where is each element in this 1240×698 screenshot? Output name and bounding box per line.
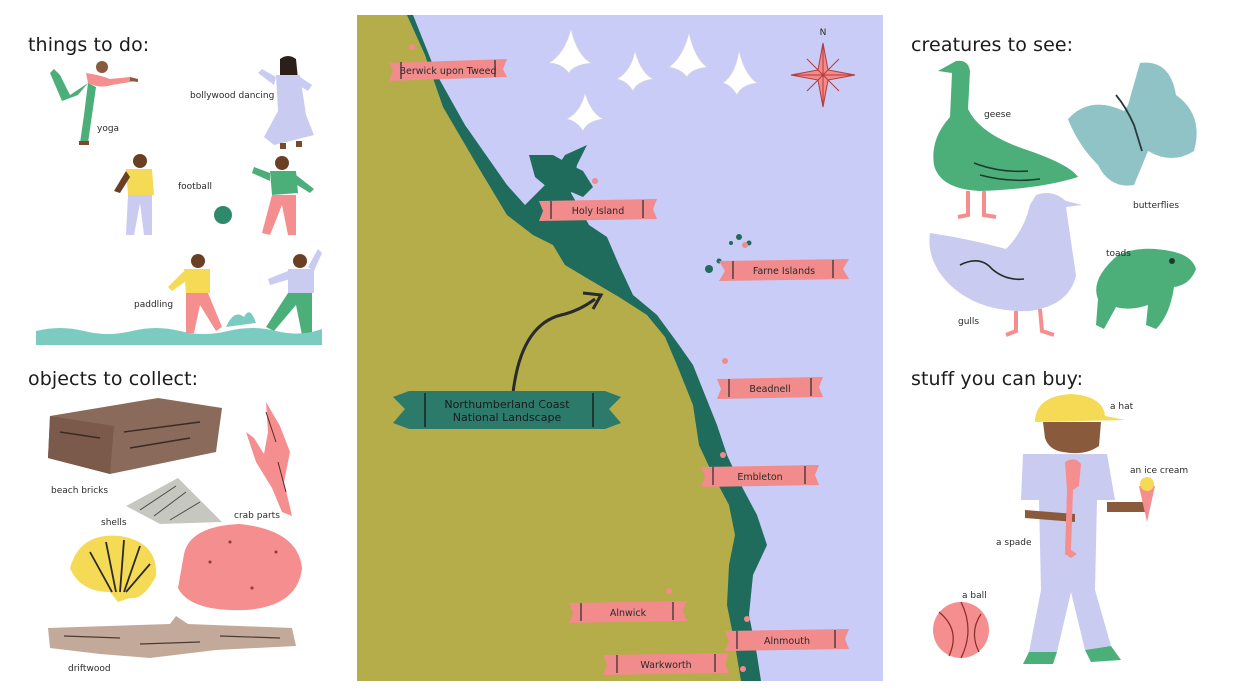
stuff-you-can-buy-heading: stuff you can buy: <box>911 368 1084 390</box>
shopping-illustrations <box>933 394 1155 664</box>
label-a-spade: a spade <box>996 538 1032 548</box>
creatures-illustrations <box>929 60 1197 337</box>
ball <box>933 601 989 659</box>
person-with-hat <box>1021 394 1147 664</box>
coast-map: N Berwick upon Tweed Holy Island Farne I… <box>357 15 883 681</box>
football-player-left <box>114 154 154 235</box>
creatures-to-see-heading: creatures to see: <box>911 34 1074 56</box>
place-farne-islands: Farne Islands <box>719 259 849 281</box>
objects-to-collect-illustrations <box>48 398 302 658</box>
place-alnwick: Alnwick <box>569 601 687 623</box>
football-ball <box>214 206 232 224</box>
svg-text:Embleton: Embleton <box>737 472 782 483</box>
toad <box>1096 248 1196 329</box>
map-arrow <box>511 297 596 394</box>
butterfly <box>1068 62 1197 186</box>
label-a-ball: a ball <box>962 591 987 601</box>
scallop-shell <box>70 535 157 602</box>
goose <box>933 60 1078 219</box>
label-geese: geese <box>984 110 1012 120</box>
football-player-right <box>252 156 314 235</box>
label-shells: shells <box>101 518 127 528</box>
paddling-figure-left <box>168 254 222 333</box>
gull <box>929 193 1082 337</box>
label-crab-parts: crab parts <box>234 511 280 521</box>
water-splash <box>226 312 256 327</box>
label-football: football <box>178 182 212 192</box>
svg-text:Berwick upon Tweed: Berwick upon Tweed <box>399 66 496 77</box>
map-arrow-head <box>582 291 604 310</box>
label-bollywood-dancing: bollywood dancing <box>190 91 275 101</box>
pebble <box>178 524 302 611</box>
crab-claw <box>246 402 292 516</box>
shell-cone <box>126 478 222 524</box>
label-a-hat: a hat <box>1110 402 1134 412</box>
water-strip <box>36 328 322 345</box>
spade <box>1065 459 1081 558</box>
place-warkworth: Warkworth <box>603 653 729 675</box>
things-to-do-heading: things to do: <box>28 34 150 56</box>
place-embleton: Embleton <box>701 465 819 487</box>
label-beach-bricks: beach bricks <box>51 486 109 496</box>
label-toads: toads <box>1106 249 1131 259</box>
svg-text:National Landscape: National Landscape <box>453 411 562 424</box>
label-an-ice-cream: an ice cream <box>1130 466 1189 476</box>
svg-text:Holy Island: Holy Island <box>572 206 625 217</box>
label-driftwood: driftwood <box>68 664 111 674</box>
national-landscape-ribbon: Northumberland Coast National Landscape <box>393 391 621 429</box>
town-markers <box>409 44 750 672</box>
objects-to-collect-heading: objects to collect: <box>28 368 199 390</box>
flying-birds <box>547 28 758 132</box>
svg-text:Farne Islands: Farne Islands <box>753 266 815 277</box>
svg-text:Northumberland Coast: Northumberland Coast <box>444 398 570 411</box>
svg-text:Warkworth: Warkworth <box>640 660 691 671</box>
label-paddling: paddling <box>134 300 174 310</box>
beach-brick <box>48 398 222 474</box>
map-land <box>357 15 741 681</box>
svg-text:Alnmouth: Alnmouth <box>764 636 810 647</box>
svg-text:Beadnell: Beadnell <box>749 384 790 395</box>
ice-cream <box>1139 477 1155 522</box>
label-butterflies: butterflies <box>1133 201 1180 211</box>
place-beadnell: Beadnell <box>717 377 823 399</box>
compass-rose <box>790 42 856 108</box>
svg-text:Alnwick: Alnwick <box>610 608 647 619</box>
label-gulls: gulls <box>958 317 980 327</box>
things-to-do-illustrations <box>36 56 322 345</box>
compass-north-label: N <box>820 28 827 38</box>
driftwood <box>48 616 296 658</box>
paddling-figure-right <box>266 249 322 335</box>
place-holy-island: Holy Island <box>539 199 657 221</box>
map-holy-island <box>529 155 593 197</box>
bollywood-dancer-figure <box>258 56 314 149</box>
place-berwick: Berwick upon Tweed <box>389 59 507 81</box>
place-alnmouth: Alnmouth <box>725 629 849 651</box>
label-yoga: yoga <box>97 124 120 134</box>
yoga-figure <box>50 61 138 145</box>
